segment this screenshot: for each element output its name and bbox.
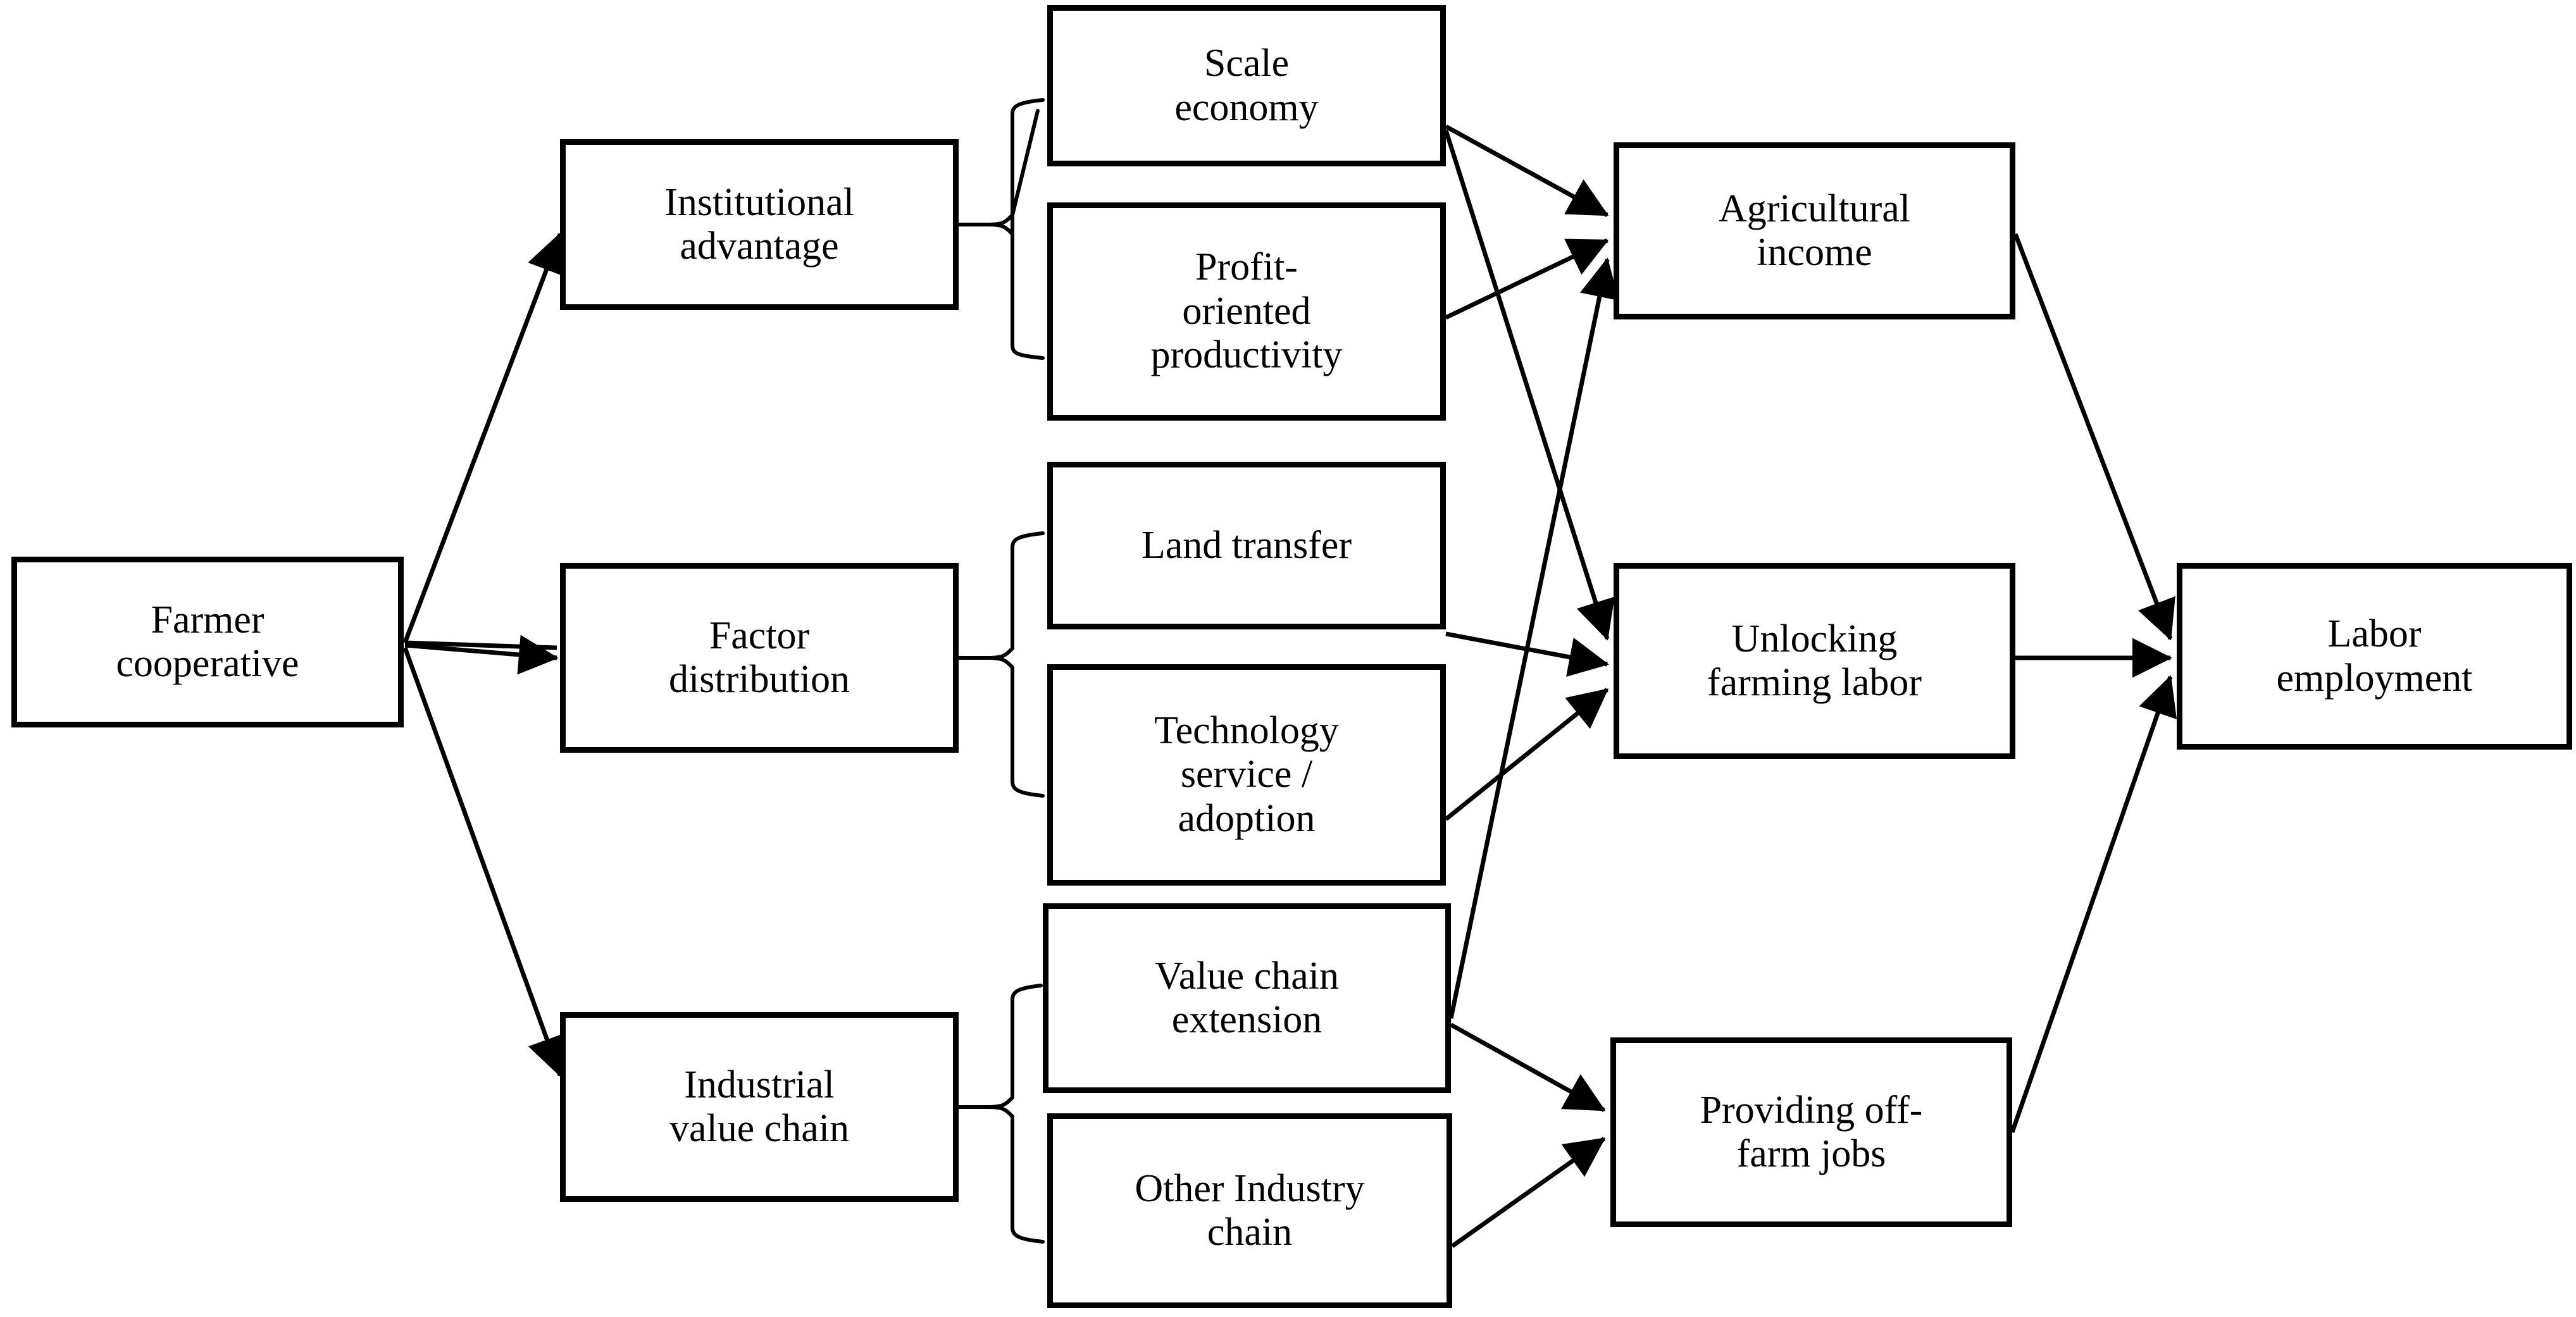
node-label: Providing off- farm jobs (1700, 1088, 1923, 1175)
node-label: Profit- oriented productivity (1150, 245, 1343, 377)
node-other-industry-chain[interactable]: Other Industry chain (1047, 1113, 1452, 1308)
node-label: Industrial value chain (669, 1063, 850, 1150)
node-label: Institutional advantage (664, 180, 854, 268)
brace-institutional (957, 98, 1045, 360)
node-label: Scale economy (1174, 42, 1319, 129)
node-labor-employment[interactable]: Labor employment (2177, 563, 2572, 750)
node-profit-oriented-productivity[interactable]: Profit- oriented productivity (1047, 202, 1446, 421)
node-farmer-cooperative[interactable]: Farmer cooperative (11, 557, 404, 727)
node-label: Farmer cooperative (116, 598, 299, 685)
node-scale-economy[interactable]: Scale economy (1047, 5, 1446, 166)
node-label: Unlocking farming labor (1707, 617, 1922, 704)
node-label: Labor employment (2276, 612, 2473, 700)
node-label: Technology service / adoption (1154, 708, 1339, 840)
node-providing-off-farm-jobs[interactable]: Providing off- farm jobs (1610, 1037, 2012, 1227)
node-technology-service-adoption[interactable]: Technology service / adoption (1047, 664, 1446, 886)
node-label: Value chain extension (1155, 954, 1339, 1041)
node-label: Factor distribution (669, 614, 850, 701)
edge-group-cooperative-fanout (402, 232, 566, 1077)
node-label: Agricultural income (1718, 187, 1910, 274)
brace-industrial (957, 984, 1045, 1244)
node-label: Land transfer (1141, 523, 1352, 567)
node-label: Other Industry chain (1135, 1166, 1365, 1254)
edge-group-mid-to-outcome (1443, 124, 1619, 1248)
node-unlocking-farming-labor[interactable]: Unlocking farming labor (1614, 563, 2015, 759)
node-value-chain-extension[interactable]: Value chain extension (1043, 903, 1451, 1093)
brace-factor (957, 531, 1045, 798)
node-agricultural-income[interactable]: Agricultural income (1614, 142, 2015, 319)
node-land-transfer[interactable]: Land transfer (1047, 462, 1446, 629)
edge-group-outcome-to-employment (2010, 233, 2177, 1134)
node-factor-distribution[interactable]: Factor distribution (560, 563, 959, 753)
node-institutional-advantage[interactable]: Institutional advantage (560, 139, 959, 310)
node-industrial-value-chain[interactable]: Industrial value chain (560, 1012, 959, 1202)
